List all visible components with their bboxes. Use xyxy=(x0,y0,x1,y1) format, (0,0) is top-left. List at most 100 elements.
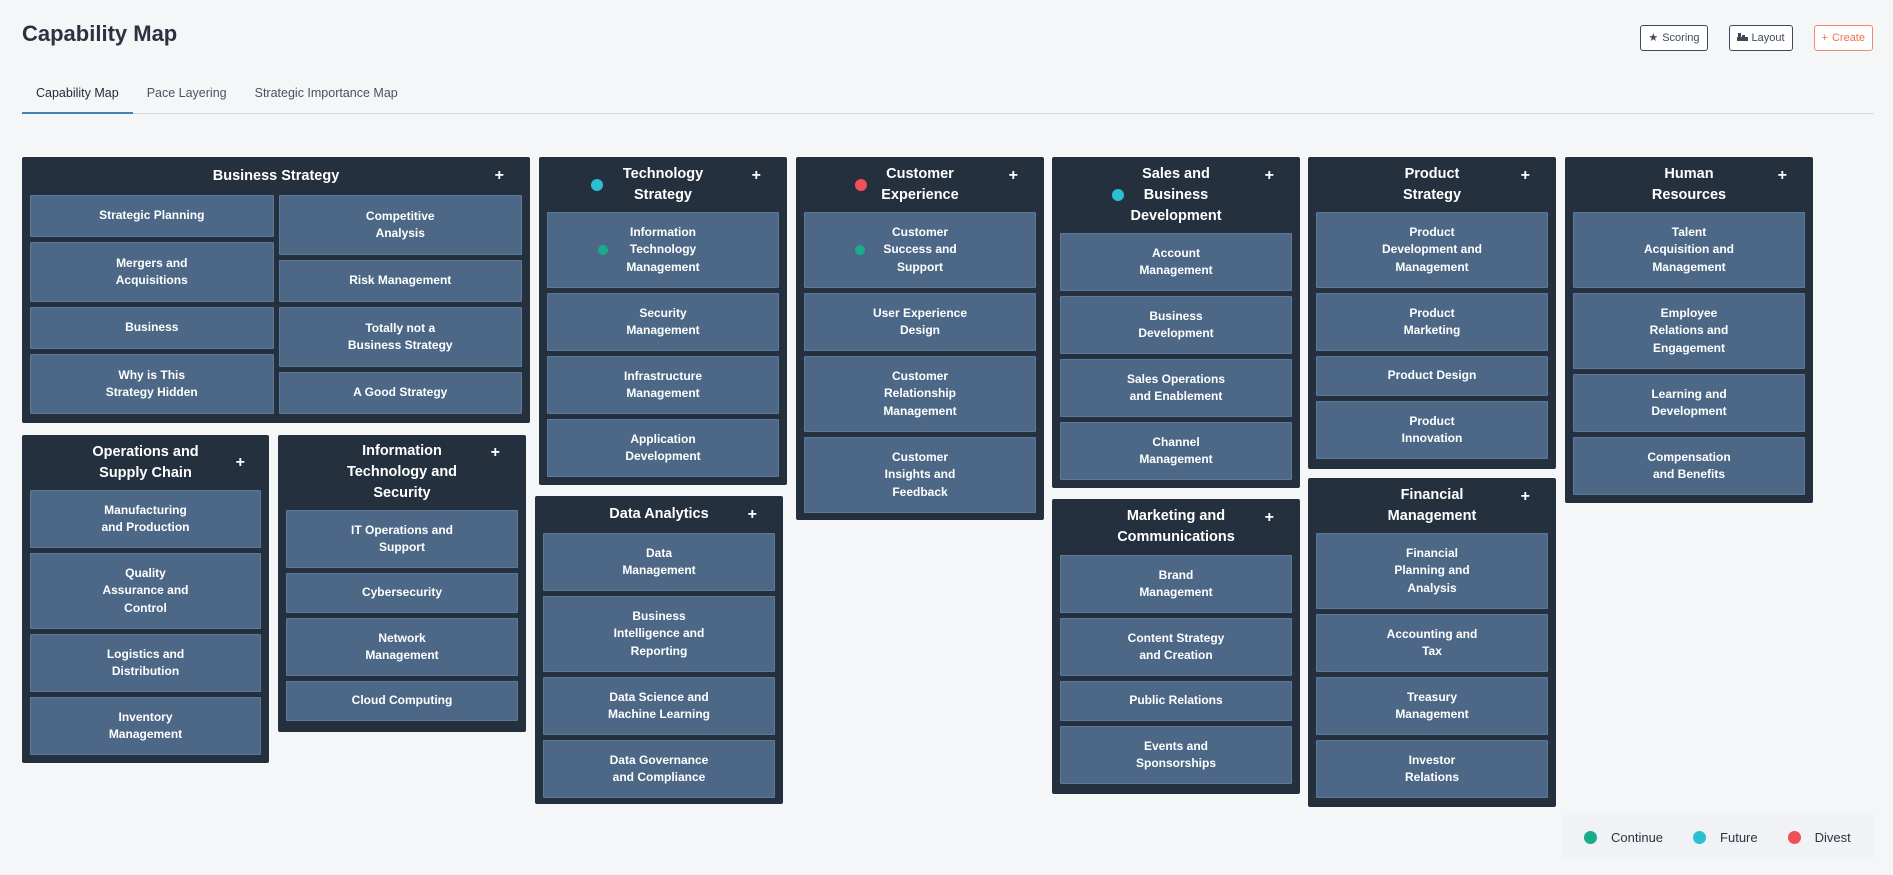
add-capability-button[interactable]: + xyxy=(1008,167,1018,184)
capability-item[interactable]: Data Management xyxy=(543,533,775,591)
add-capability-button[interactable]: + xyxy=(1520,488,1530,505)
legend-label: Future xyxy=(1720,829,1758,845)
capability-item[interactable]: Content Strategy and Creation xyxy=(1060,618,1292,676)
capability-item[interactable]: Competitive Analysis xyxy=(278,195,522,255)
capability-item[interactable]: Manufacturing and Production xyxy=(30,490,261,548)
capability-item[interactable]: Financial Planning and Analysis xyxy=(1316,533,1548,609)
capability-item[interactable]: Product Innovation xyxy=(1316,401,1548,459)
add-capability-button[interactable]: + xyxy=(1777,167,1787,184)
capability-item[interactable]: Business Development xyxy=(1060,296,1292,354)
capability-item[interactable]: Investor Relations xyxy=(1316,740,1548,798)
group-header: Customer Experience + xyxy=(804,157,1036,212)
legend-label: Continue xyxy=(1611,829,1664,845)
capability-item[interactable]: Infrastructure Management xyxy=(547,356,779,414)
capability-item[interactable]: Customer Insights and Feedback xyxy=(804,437,1036,513)
add-capability-button[interactable]: + xyxy=(235,453,245,471)
add-capability-button[interactable]: + xyxy=(490,444,500,461)
group-header: Information Technology and Security + xyxy=(286,435,518,510)
add-capability-button[interactable]: + xyxy=(1264,167,1274,184)
group-title: Marketing and Communications xyxy=(1117,508,1235,545)
add-capability-button[interactable]: + xyxy=(751,167,761,184)
capability-item[interactable]: Product Development and Management xyxy=(1316,212,1548,288)
capability-item[interactable]: Inventory Management xyxy=(30,697,261,755)
capability-item[interactable]: Brand Management xyxy=(1060,555,1292,613)
capability-item[interactable]: Compensation and Benefits xyxy=(1573,437,1805,495)
capability-item[interactable]: Customer Success and Support xyxy=(804,212,1036,288)
capability-item[interactable]: Totally not a Business Strategy xyxy=(278,307,522,367)
legend-item-continue: Continue xyxy=(1584,830,1663,845)
scoring-button[interactable]: ★ Scoring xyxy=(1640,25,1708,51)
group-marketing: Marketing and Communications + Brand Man… xyxy=(1052,499,1300,794)
capability-item[interactable]: Customer Relationship Management xyxy=(804,356,1036,432)
divest-dot xyxy=(1787,830,1801,844)
add-capability-button[interactable]: + xyxy=(1264,509,1274,526)
future-dot xyxy=(1693,830,1707,844)
create-label: Create xyxy=(1831,32,1865,44)
future-status-dot xyxy=(1112,189,1124,201)
group-technology-strategy: Technology Strategy + Information Techno… xyxy=(539,157,787,485)
capability-item[interactable]: IT Operations and Support xyxy=(286,510,518,568)
capability-item[interactable]: Treasury Management xyxy=(1316,677,1548,735)
group-title: Human Resources xyxy=(1651,165,1727,203)
capability-item[interactable]: User Experience Design xyxy=(804,293,1036,351)
group-title: Data Analytics xyxy=(609,506,709,522)
tab-strategic-importance-map[interactable]: Strategic Importance Map xyxy=(254,86,398,100)
group-operations: Operations and Supply Chain + Manufactur… xyxy=(22,435,269,763)
capability-item[interactable]: A Good Strategy xyxy=(278,372,522,414)
tab-pace-layering[interactable]: Pace Layering xyxy=(146,86,227,100)
capability-item[interactable]: Public Relations xyxy=(1060,681,1292,721)
layout-icon xyxy=(1736,32,1748,44)
add-capability-button[interactable]: + xyxy=(1520,167,1530,184)
capability-item[interactable]: Learning and Development xyxy=(1573,374,1805,432)
tab-capability-map[interactable]: Capability Map xyxy=(22,80,133,114)
capability-item[interactable]: Information Technology Management xyxy=(547,212,779,288)
capability-item[interactable]: Cybersecurity xyxy=(286,573,518,613)
capability-item[interactable]: Security Management xyxy=(547,293,779,351)
capability-item[interactable]: Account Management xyxy=(1060,233,1292,291)
capability-item[interactable]: Risk Management xyxy=(278,260,522,302)
capability-item[interactable]: Mergers and Acquisitions xyxy=(30,242,274,302)
capability-item[interactable]: Product Marketing xyxy=(1316,293,1548,351)
group-title: Product Strategy xyxy=(1402,165,1462,203)
capability-item[interactable]: Quality Assurance and Control xyxy=(30,553,261,629)
continue-status-dot xyxy=(855,245,865,255)
capability-item[interactable]: Business Intelligence and Reporting xyxy=(543,596,775,672)
capability-item[interactable]: Network Management xyxy=(286,618,518,676)
status-legend: Continue Future Divest xyxy=(1562,815,1874,859)
group-header: Data Analytics + xyxy=(543,496,775,533)
capability-item[interactable]: Product Design xyxy=(1316,356,1548,396)
capability-item[interactable]: Logistics and Distribution xyxy=(30,634,261,692)
capability-item[interactable]: Channel Management xyxy=(1060,422,1292,480)
capability-item[interactable]: Accounting and Tax xyxy=(1316,614,1548,672)
add-capability-button[interactable]: + xyxy=(747,505,757,523)
legend-item-future: Future xyxy=(1693,830,1758,845)
legend-label: Divest xyxy=(1814,829,1851,845)
capability-item[interactable]: Events and Sponsorships xyxy=(1060,726,1292,784)
capability-item[interactable]: Sales Operations and Enablement xyxy=(1060,359,1292,417)
column-1: Strategic Planning Mergers and Acquisiti… xyxy=(30,195,274,414)
capability-label: Customer Success and Support xyxy=(883,224,957,274)
capability-item[interactable]: Cloud Computing xyxy=(286,681,518,721)
group-title: Information Technology and Security xyxy=(346,443,458,501)
group-human-resources: Human Resources + Talent Acquisition and… xyxy=(1565,157,1813,503)
group-header: Technology Strategy + xyxy=(547,157,779,212)
group-header: Sales and Business Development + xyxy=(1060,157,1292,233)
add-capability-button[interactable]: + xyxy=(494,167,504,184)
capability-item[interactable]: Data Science and Machine Learning xyxy=(543,677,775,735)
legend-item-divest: Divest xyxy=(1787,829,1851,845)
capability-item[interactable]: Employee Relations and Engagement xyxy=(1573,293,1805,369)
group-title: Financial Management xyxy=(1387,486,1477,524)
capability-item[interactable]: Business xyxy=(30,307,274,349)
capability-label: Information Technology Management xyxy=(626,224,700,274)
layout-button[interactable]: Layout xyxy=(1728,25,1793,51)
toolbar: ★ Scoring Layout + Create xyxy=(1640,25,1873,51)
group-title: Sales and Business Development xyxy=(1130,165,1222,224)
group-business-strategy: Business Strategy + Strategic Planning M… xyxy=(22,157,530,423)
capability-item[interactable]: Why is This Strategy Hidden xyxy=(30,354,274,414)
create-button[interactable]: + Create xyxy=(1813,25,1873,51)
capability-item[interactable]: Talent Acquisition and Management xyxy=(1573,212,1805,288)
capability-item[interactable]: Strategic Planning xyxy=(30,195,274,237)
capability-item[interactable]: Application Development xyxy=(547,419,779,477)
group-header: Product Strategy + xyxy=(1316,157,1548,212)
capability-item[interactable]: Data Governance and Compliance xyxy=(543,740,775,798)
